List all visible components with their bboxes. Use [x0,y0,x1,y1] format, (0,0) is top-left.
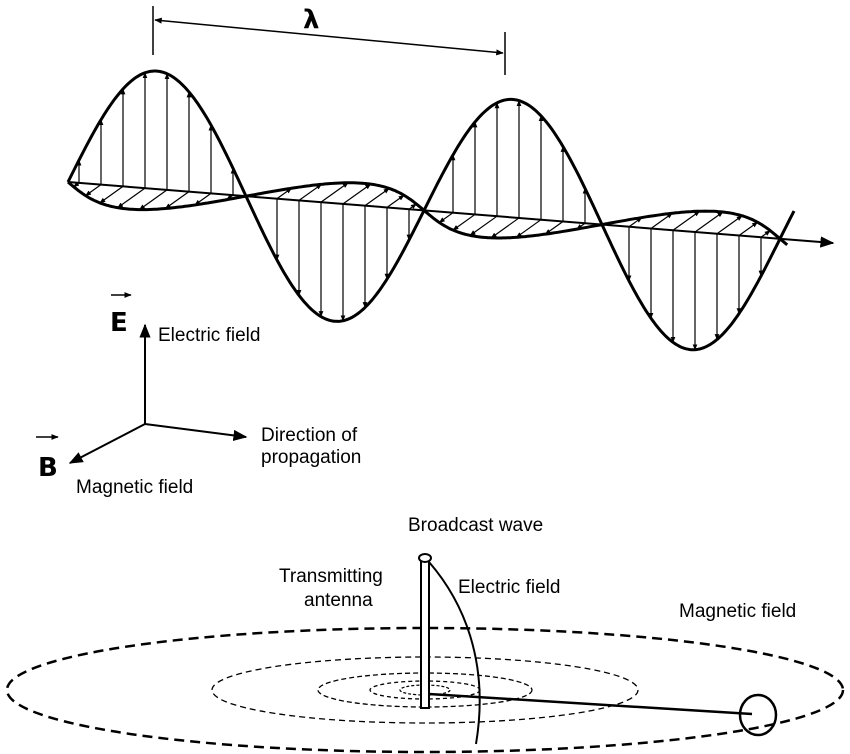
b-axis [68,423,146,464]
magnetic-field-arrow [760,230,771,238]
electric-field-vectors [76,72,764,351]
antenna-figure: Broadcast wave Transmitting antenna Elec… [5,515,845,754]
wave-figure: λ [66,5,835,352]
electric-field-wave [66,69,796,352]
magnetic-field-arrow [364,187,390,207]
magnetic-field-arrow [452,213,476,231]
propagation-axis [67,181,835,248]
magnetic-loop [738,693,778,737]
magnetic-field-arrow [469,215,498,236]
broadcast-wave-label: Broadcast wave [408,515,543,536]
magnetic-field-wave [66,180,789,246]
magnetic-field-arrow [438,212,454,223]
electric-field-line [428,561,481,745]
magnetic-field-arrow [164,191,190,210]
magnetic-field-arrow [320,182,349,203]
magnetic-field-arrow [298,183,323,201]
magnetic-field-arrow [515,219,542,238]
magnetic-field-arrow [386,194,405,208]
magnetic-field-arrow [99,185,124,204]
antenna-magnetic-field-label: Magnetic field [679,601,796,622]
magnetic-field-arrow [490,217,520,239]
antenna-mast [420,559,430,709]
magnetic-field-arrow [694,211,724,233]
magnetic-field-label: Magnetic field [76,477,193,498]
magnetic-field-arrow [650,212,673,229]
propagation-label: Direction of [261,425,358,446]
e-vector-symbol: E [110,308,128,338]
broadcast-direction-line [428,692,753,716]
propagation-label-2: propagation [261,447,361,468]
transmitting-antenna-label: Transmitting [279,566,383,587]
magnetic-field-arrow [716,215,743,235]
propagation-axis-legend [144,423,248,441]
transmitting-antenna-label-2: antenna [304,590,373,611]
magnetic-field-arrow [738,221,759,236]
magnetic-field-arrow [85,184,102,197]
magnetic-field-arrow [672,210,701,231]
magnetic-field-arrow [138,189,168,211]
electric-field-label: Electric field [158,325,260,346]
antenna-electric-field-label: Electric field [458,577,560,598]
magnetic-field-arrow [117,187,146,209]
b-vector-symbol: B [38,453,58,483]
magnetic-field-arrow [342,183,372,205]
magnetic-field-arrow [544,220,564,235]
wavelength-symbol: λ [303,5,319,35]
antenna-top [418,553,432,563]
axes-legend: E Electric field B Magnetic field Direct… [36,292,361,498]
magnetic-field-ring-outer [5,626,845,754]
wavelength-marker: λ [152,5,506,75]
